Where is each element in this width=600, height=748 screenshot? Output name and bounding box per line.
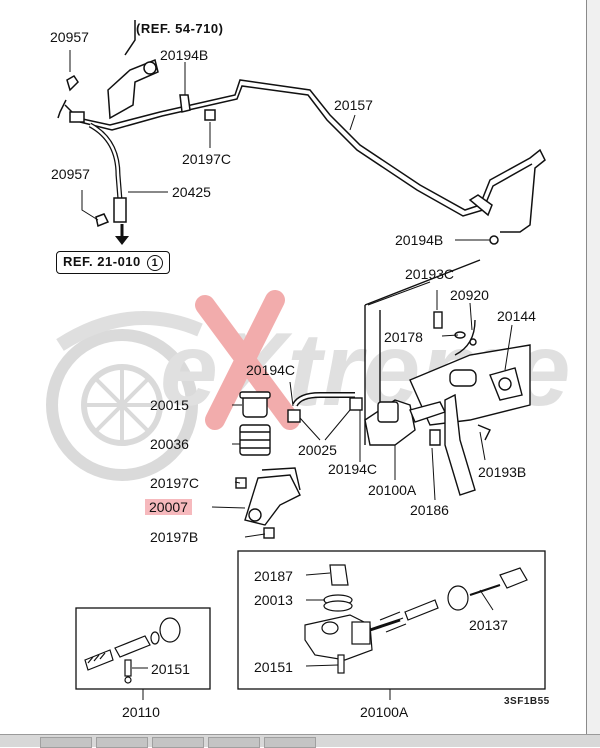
master-cylinder-assembly bbox=[235, 259, 531, 539]
part-label-20197B[interactable]: 20197B bbox=[150, 529, 199, 545]
watermark-x-mark bbox=[195, 290, 300, 430]
part-label-20157[interactable]: 20157 bbox=[334, 97, 373, 113]
arrow-down-icon bbox=[115, 224, 129, 245]
leader-lines-top bbox=[69, 20, 490, 241]
ref-circle-number: 1 bbox=[146, 255, 163, 271]
window-right-edge bbox=[586, 0, 600, 734]
part-label-20197C-low[interactable]: 20197C bbox=[150, 475, 200, 491]
ref-21-010-label: REF. 21-010 bbox=[63, 254, 141, 269]
scrollbar-segment bbox=[152, 737, 204, 748]
leader-lines-detail bbox=[132, 572, 494, 669]
clutch-pipe-20157 bbox=[77, 79, 546, 233]
part-label-20178[interactable]: 20178 bbox=[384, 329, 423, 345]
scrollbar-segment bbox=[208, 737, 260, 748]
part-label-20194C-mid[interactable]: 20194C bbox=[246, 362, 296, 378]
part-label-20036[interactable]: 20036 bbox=[150, 436, 189, 452]
clutch-pipe-assembly bbox=[57, 20, 546, 245]
piston-kit-exploded bbox=[84, 617, 181, 684]
clutch-pedal-20186 bbox=[444, 393, 476, 496]
detail-box-20100A bbox=[237, 550, 546, 700]
ref-54-710-label: (REF. 54-710) bbox=[136, 21, 224, 36]
highlighted-part-20007: 20007 bbox=[145, 499, 192, 515]
part-label-20425[interactable]: 20425 bbox=[172, 184, 211, 200]
part-label-20194B-top[interactable]: 20194B bbox=[160, 47, 209, 63]
part-label-20187[interactable]: 20187 bbox=[254, 568, 293, 584]
part-label-20137[interactable]: 20137 bbox=[469, 617, 508, 633]
part-label-20193C[interactable]: 20193C bbox=[405, 266, 455, 282]
part-label-20920[interactable]: 20920 bbox=[450, 287, 489, 303]
watermark-turbo-icon bbox=[46, 329, 198, 481]
part-label-20144[interactable]: 20144 bbox=[497, 308, 536, 324]
part-label-20194C-low[interactable]: 20194C bbox=[328, 461, 378, 477]
scrollbar-segment bbox=[40, 737, 92, 748]
part-label-20957-top[interactable]: 20957 bbox=[50, 29, 89, 45]
part-label-20186[interactable]: 20186 bbox=[410, 502, 449, 518]
bracket-ref-54-710 bbox=[107, 58, 159, 120]
master-cylinder-exploded bbox=[304, 564, 528, 674]
leader-lines-middle bbox=[211, 281, 513, 538]
ref-21-010-box[interactable]: REF. 21-010 1 bbox=[56, 251, 170, 274]
part-label-20151-left[interactable]: 20151 bbox=[151, 661, 190, 677]
bottom-scrollbar[interactable] bbox=[0, 734, 600, 748]
part-label-20015[interactable]: 20015 bbox=[150, 397, 189, 413]
scrollbar-segment bbox=[264, 737, 316, 748]
part-label-20197C-top[interactable]: 20197C bbox=[182, 151, 232, 167]
scrollbar-segment bbox=[96, 737, 148, 748]
part-label-20013[interactable]: 20013 bbox=[254, 592, 293, 608]
part-label-20025[interactable]: 20025 bbox=[298, 442, 337, 458]
part-label-20957-mid[interactable]: 20957 bbox=[51, 166, 90, 182]
part-label-20007[interactable]: 20007 bbox=[145, 499, 192, 515]
detail-box-20110 bbox=[75, 607, 211, 700]
part-label-20194B-right[interactable]: 20194B bbox=[395, 232, 444, 248]
part-label-20100A-bottom[interactable]: 20100A bbox=[360, 704, 409, 720]
part-label-20193B[interactable]: 20193B bbox=[478, 464, 527, 480]
diagram-code: 3SF1B55 bbox=[504, 696, 550, 707]
part-label-20100A-mid[interactable]: 20100A bbox=[368, 482, 417, 498]
part-label-20151-right[interactable]: 20151 bbox=[254, 659, 293, 675]
part-label-20110[interactable]: 20110 bbox=[122, 704, 160, 720]
